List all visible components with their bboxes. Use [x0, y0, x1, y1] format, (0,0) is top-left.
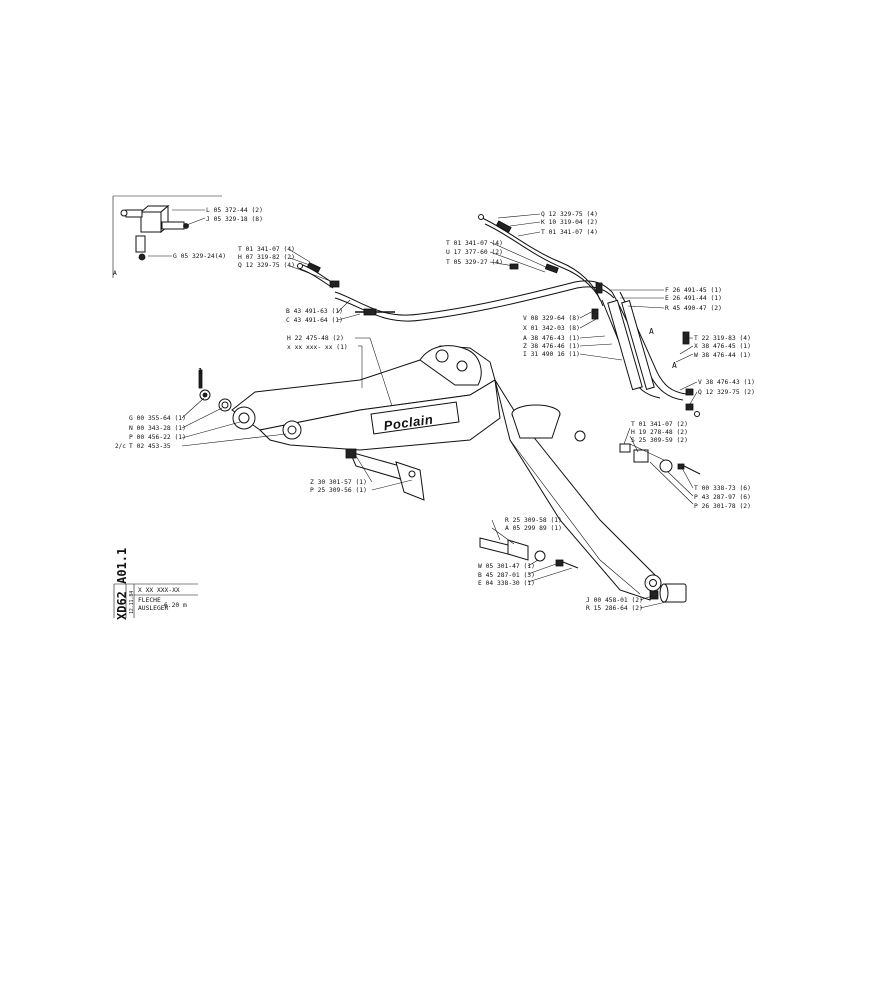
callout-ps-3: T 02 453-35: [129, 443, 171, 450]
sheet-code: XD62 A01.1: [115, 548, 129, 620]
callout-boom-0: H 22 475-48 (2): [287, 335, 344, 342]
callout-clu-2: T 05 329-27 (4): [446, 259, 503, 266]
callout-rm-0: V 08 329-64 (8): [523, 315, 580, 322]
callout-ps-0: G 00 355-64 (1): [129, 415, 186, 422]
callout-boom-1: x xx xxx- xx (1): [287, 344, 348, 351]
callout-rp-2: S 25 309-59 (2): [631, 437, 688, 444]
inset-callout-1: L 05 372-44 (2): [206, 207, 263, 214]
callout-tc-2: T 01 341-07 (4): [541, 229, 598, 236]
callout-lc-3: B 45 287-01 (3): [478, 572, 535, 579]
part-name-fr: FLECHE: [138, 597, 161, 604]
callout-tlh-1: H 07 319-82 (2): [238, 254, 295, 261]
callout-frl-1: Q 12 329-75 (2): [698, 389, 755, 396]
view-marker-a: A: [649, 327, 654, 336]
callout-clu-0: T 01 341-07 (4): [446, 240, 503, 247]
callout-ps-1: N 00 343-28 (1): [129, 425, 186, 432]
callout-mh-0: B 43 491-63 (1): [286, 308, 343, 315]
callout-lc-4: E 04 338-30 (1): [478, 580, 535, 587]
boom-structure-drawing: [231, 345, 662, 601]
callout-tc-1: K 10 319-04 (2): [541, 219, 598, 226]
callout-fr-1: X 38 476-45 (1): [694, 343, 751, 350]
callout-ru-0: F 26 491-45 (1): [665, 287, 722, 294]
hydraulic-hoses-drawing: [297, 214, 700, 417]
callout-bp-1: P 25 309-56 (1): [310, 487, 367, 494]
callout-rpl-2: P 26 301-78 (2): [694, 503, 751, 510]
callout-ru-1: E 26 491-44 (1): [665, 295, 722, 302]
callout-rm-4: I 31 490 16 (1): [523, 351, 580, 358]
callout-lc-2: W 05 301-47 (1): [478, 563, 535, 570]
inset-callout-2: J 05 329-18 (8): [206, 216, 263, 223]
title-block: XD62 A01.1 12.11.84 X XX XXX-XX FLECHE A…: [113, 548, 198, 620]
callout-rm-3: Z 38 476-46 (1): [523, 343, 580, 350]
leader-lines: [181, 213, 698, 609]
callout-rp-0: T 01 341-07 (2): [631, 421, 688, 428]
callout-lc-1: A 05 299 89 (1): [505, 525, 562, 532]
callout-lr-1: R 15 286-64 (2): [586, 605, 643, 612]
swivel-fitting-drawing: [120, 204, 189, 261]
callout-ps-2: P 00 456-22 (1): [129, 434, 186, 441]
part-number-pattern: X XX XXX-XX: [138, 587, 180, 594]
sheet-date: 12.11.84: [129, 591, 135, 614]
inset-corner-label: A: [113, 270, 117, 277]
callout-rpl-1: P 43 287-97 (6): [694, 494, 751, 501]
callout-fr-0: T 22 319-83 (4): [694, 335, 751, 342]
item-marker-1: 1: [198, 367, 203, 376]
callout-lr-0: J 00 458-01 (2): [586, 597, 643, 604]
callout-ps-prefix: 2/c: [115, 443, 126, 450]
callout-ru-2: R 45 490-47 (2): [665, 305, 722, 312]
boom-brand-label: Poclain: [383, 412, 434, 434]
part-name-de: AUSLEGER: [138, 605, 169, 612]
callout-mh-1: C 43 491-64 (1): [286, 317, 343, 324]
callout-tlh-2: Q 12 329-75 (4): [238, 262, 295, 269]
callout-clu-1: U 17 377-60 (2): [446, 249, 503, 256]
inset-callout-3: G 05 329-24(4): [173, 253, 226, 260]
inset-detail-a: A L 05 372-44 (2) J 05 329-18 (8) G 05 3…: [112, 195, 263, 278]
callout-tc-0: Q 12 329-75 (4): [541, 211, 598, 218]
callout-tlh-0: T 01 341-07 (4): [238, 246, 295, 253]
part-callouts: T 01 341-07 (4) H 07 319-82 (2) Q 12 329…: [115, 211, 755, 612]
small-parts-drawing: [198, 369, 701, 603]
callout-rp-1: H 19 278-48 (2): [631, 429, 688, 436]
boom-length: 6.20 m: [164, 602, 187, 609]
callout-rpl-0: T 00 338-73 (6): [694, 485, 751, 492]
callout-frl-0: V 38 476-43 (1): [698, 379, 755, 386]
view-marker-a2: A: [672, 361, 677, 370]
callout-rm-2: A 38 476-43 (1): [523, 335, 580, 342]
callout-fr-2: W 38 476-44 (1): [694, 352, 751, 359]
callout-lc-0: R 25 309-58 (1): [505, 517, 562, 524]
callout-rm-1: X 01 342-03 (8): [523, 325, 580, 332]
callout-bp-0: Z 30 301-57 (1): [310, 479, 367, 486]
